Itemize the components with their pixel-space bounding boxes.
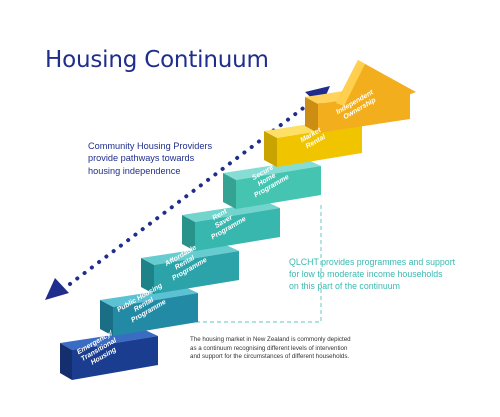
note-line: as a continuum recognising different lev… [190,344,348,352]
step-top [182,202,280,222]
step-front [154,251,239,294]
step-front [72,336,158,380]
qlcht-caption: QLCHT provides programmes and support fo… [289,256,474,292]
step-top [141,245,239,265]
qlcht-caption-line: for low to moderate income households [289,269,443,279]
step-top [100,287,198,307]
step-top [60,330,158,350]
step-side [305,97,318,133]
step-side [100,300,113,336]
step-side [182,215,195,251]
step-side [223,173,236,209]
providers-caption-line: provide pathways towards [88,153,195,164]
step-front [236,166,321,209]
step-front [277,124,362,167]
providers-caption-line: Community Housing Providers [88,141,213,151]
step-top [223,160,321,180]
step-front [113,293,198,336]
qlcht-dashed-bracket [191,205,322,323]
arrowhead-left-icon [45,278,69,300]
providers-caption: Community Housing Providers provide path… [88,140,248,177]
step-side [60,343,72,380]
stair-steps [60,60,416,380]
note-line: and support for the circumstances of dif… [190,353,350,361]
step-side [141,258,154,294]
providers-caption-line: housing independence [88,165,181,176]
qlcht-caption-line: QLCHT provides programmes and support [289,257,456,267]
step-side [264,131,277,167]
qlcht-caption-line: on this part of the continuum [289,281,401,291]
diagram-title: Housing Continuum [45,47,269,73]
note-line: The housing market in New Zealand is com… [190,336,351,343]
step-front [195,208,280,251]
big-arrow-highlight [336,60,365,106]
continuum-note: The housing market in New Zealand is com… [190,336,390,362]
